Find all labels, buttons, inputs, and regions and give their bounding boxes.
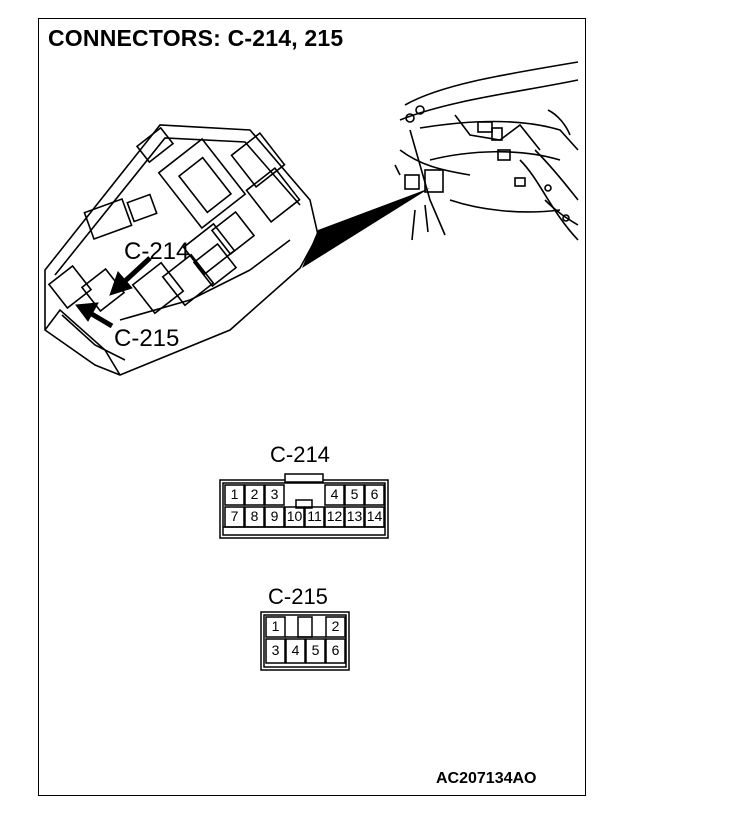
dashboard-harness-drawing bbox=[394, 61, 579, 241]
c215-pin-1: 1 bbox=[271, 618, 280, 634]
callout-label-c214: C-214 bbox=[124, 238, 190, 265]
c214-pin-3: 3 bbox=[270, 486, 279, 502]
c214-pin-11: 11 bbox=[307, 508, 322, 524]
c214-pin-6: 6 bbox=[370, 486, 379, 502]
connector-c215-label: C-215 bbox=[268, 584, 328, 609]
c215-pin-3: 3 bbox=[271, 642, 280, 658]
c214-pin-14: 14 bbox=[366, 508, 383, 524]
c215-pin-6: 6 bbox=[331, 642, 340, 658]
callout-arrow-c215 bbox=[75, 302, 114, 329]
c214-pin-8: 8 bbox=[250, 508, 259, 524]
fuse-block-drawing bbox=[44, 124, 319, 376]
c215-pin-4: 4 bbox=[291, 642, 300, 658]
c215-pin-5: 5 bbox=[311, 642, 320, 658]
page-title: CONNECTORS: C-214, 215 bbox=[48, 25, 344, 51]
c214-pin-1: 1 bbox=[230, 486, 239, 502]
c214-pin-10: 10 bbox=[286, 508, 303, 524]
figure-id: AC207134AO bbox=[436, 770, 537, 787]
c214-pin-2: 2 bbox=[250, 486, 259, 502]
c215-pin-2: 2 bbox=[331, 618, 340, 634]
connector-c214-label: C-214 bbox=[270, 442, 330, 467]
callout-label-c215: C-215 bbox=[114, 325, 180, 352]
diagram-frame bbox=[38, 18, 586, 796]
c214-pin-9: 9 bbox=[270, 508, 279, 524]
c214-pin-4: 4 bbox=[330, 486, 339, 502]
c214-pin-12: 12 bbox=[326, 508, 343, 524]
c214-pin-13: 13 bbox=[346, 508, 363, 524]
callout-arrow-c214 bbox=[109, 256, 152, 296]
pointer-wedge bbox=[302, 188, 430, 268]
c214-pin-7: 7 bbox=[230, 508, 239, 524]
c214-pin-5: 5 bbox=[350, 486, 359, 502]
